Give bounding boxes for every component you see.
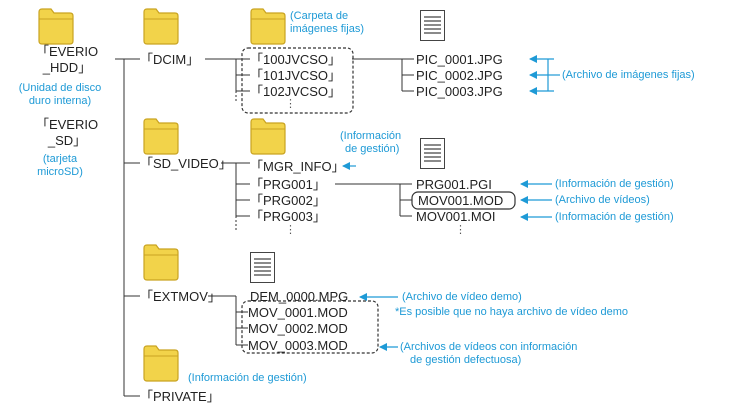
mov-files-note-line2: de gestión defectuosa) bbox=[410, 354, 522, 366]
prg001-folder-label: 「PRG001」 bbox=[250, 177, 326, 192]
private-folder-label: 「PRIVATE」 bbox=[140, 389, 220, 404]
root-sd-label-line2: _SD」 bbox=[47, 133, 87, 148]
mgr-info-note-line2: de gestión) bbox=[345, 143, 400, 155]
root-sd-label-line1: 「EVERIO bbox=[35, 117, 99, 132]
dcim-subfolder-icon bbox=[250, 8, 286, 45]
mgr-info-folder-label: 「MGR_INFO」 bbox=[250, 159, 345, 174]
mov001-highlight bbox=[411, 191, 516, 210]
demo-note-disclaimer: *Es posible que no haya archivo de vídeo… bbox=[395, 306, 628, 318]
subfolder-ellipsis: ⋮ bbox=[285, 98, 296, 110]
private-note: (Información de gestión) bbox=[188, 372, 307, 384]
root-sd-desc-line2: microSD) bbox=[37, 166, 83, 178]
dcim-folder-label: 「DCIM」 bbox=[140, 52, 200, 67]
subfolder-102jvcso: 「102JVCSO」 bbox=[250, 84, 342, 99]
tree-connectors bbox=[115, 58, 414, 397]
root-hdd-desc-line2: duro interna) bbox=[28, 95, 92, 107]
annotation-arrows bbox=[342, 55, 560, 351]
root-sd-desc-line1: (tarjeta bbox=[42, 153, 78, 165]
mod-note: (Archivo de vídeos) bbox=[555, 194, 650, 206]
prg003-folder-label: 「PRG003」 bbox=[250, 209, 326, 224]
demo-note: (Archivo de vídeo demo) bbox=[402, 291, 522, 303]
mgr-info-folder-icon bbox=[250, 118, 286, 155]
mov-file-ellipsis: ⋮ bbox=[455, 224, 466, 236]
subfolder-100jvcso: 「100JVCSO」 bbox=[250, 52, 342, 67]
file-pic-0003: PIC_0003.JPG bbox=[416, 84, 503, 99]
extmov-folder-icon bbox=[143, 244, 179, 281]
extmov-folder-label: 「EXTMOV」 bbox=[140, 289, 221, 304]
file-pic-0002: PIC_0002.JPG bbox=[416, 68, 503, 83]
mgr-info-note-line1: (Información bbox=[340, 130, 402, 142]
sd-video-folder-label: 「SD_VIDEO」 bbox=[140, 156, 232, 171]
file-dem-0000: DEM_0000.MPG bbox=[250, 289, 349, 304]
file-mov-0003: MOV_0003.MOD bbox=[248, 338, 348, 353]
root-hdd-desc-line1: (Unidad de disco bbox=[18, 82, 102, 94]
extmov-mov-group bbox=[241, 300, 379, 354]
dcim-note-line1: (Carpeta de bbox=[290, 10, 349, 22]
private-folder-icon bbox=[143, 345, 179, 382]
root-hdd-label-line2: _HDD」 bbox=[42, 60, 92, 75]
prg002-folder-label: 「PRG002」 bbox=[250, 193, 326, 208]
mov-files-note-line1: (Archivos de vídeos con información bbox=[400, 341, 578, 353]
demo-file-icon bbox=[249, 251, 276, 284]
sd-video-folder-icon bbox=[143, 118, 179, 155]
mod-file-icon bbox=[419, 137, 446, 170]
root-hdd-label-line1: 「EVERIO bbox=[35, 44, 99, 59]
dcim-folder-icon bbox=[143, 8, 179, 45]
file-mov-0002: MOV_0002.MOD bbox=[248, 321, 348, 336]
moi-note: (Información de gestión) bbox=[555, 211, 674, 223]
file-prg001-pgi: PRG001.PGI bbox=[416, 177, 492, 192]
jpg-files-note: (Archivo de imágenes fijas) bbox=[562, 69, 695, 81]
jpg-file-icon bbox=[419, 9, 446, 42]
prg-ellipsis: ⋮ bbox=[285, 224, 296, 236]
file-mov001-mod: MOV001.MOD bbox=[418, 193, 504, 208]
subfolder-101jvcso: 「101JVCSO」 bbox=[250, 68, 342, 83]
root-folder-icon bbox=[38, 8, 74, 45]
file-pic-0001: PIC_0001.JPG bbox=[416, 52, 503, 67]
file-mov-0001: MOV_0001.MOD bbox=[248, 305, 348, 320]
pgi-note: (Información de gestión) bbox=[555, 178, 674, 190]
file-mov001-moi: MOV001.MOI bbox=[416, 209, 496, 224]
dcim-subfolder-group bbox=[241, 47, 354, 114]
dcim-note-line2: imágenes fijas) bbox=[290, 23, 364, 35]
